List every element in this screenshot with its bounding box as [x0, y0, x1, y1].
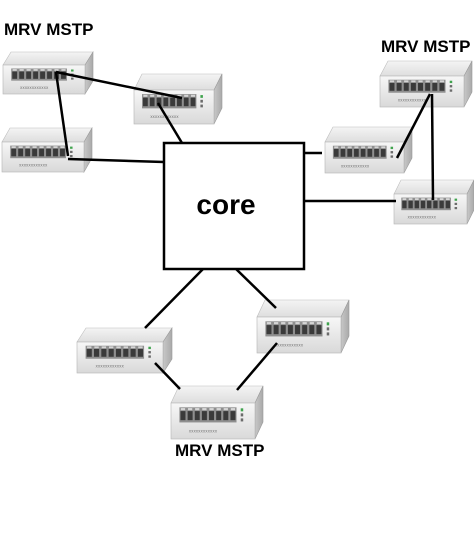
switch-top-left-1: xxxxxxxxxxxx [2, 50, 94, 96]
switch-top-center: xxxxxxxxxxxx [133, 73, 223, 125]
switch-bottom-center: xxxxxxxxxxxx [170, 385, 264, 440]
link-tl2-core [67, 157, 165, 164]
link-group [54, 70, 435, 391]
switch-model-text: xxxxxxxxxxxx [19, 163, 48, 168]
switch-top-right: xxxxxxxxxxxx [379, 60, 473, 108]
link-bl-bc [154, 362, 181, 390]
link-tl1-tl2 [54, 71, 70, 157]
switch-model-text: xxxxxxxxxxxx [95, 363, 124, 368]
switch-model-text: xxxxxxxxxxxx [398, 97, 427, 102]
link-br-bc [236, 342, 278, 391]
switch-right-middle: xxxxxxxxxxxx [324, 126, 413, 174]
switch-model-text: xxxxxxxxxxxx [275, 343, 304, 348]
switch-right-lower: xxxxxxxxxxxx [393, 179, 474, 225]
core-label: core [196, 189, 255, 220]
switch-model-text: xxxxxxxxxxxx [408, 215, 437, 220]
link-core-br [234, 267, 277, 309]
link-tl1-tc [55, 70, 183, 100]
core-switch: core [162, 141, 306, 271]
switch-group: xxxxxxxxxxxx xxxxxxxxxxxx xxxxxxxxxxxx xxxx… [1, 50, 474, 440]
switch-model-text: xxxxxxxxxxxx [189, 429, 218, 434]
ring-label-top-left: MRV MSTP [4, 20, 94, 39]
core-box [162, 141, 306, 271]
link-tr-rl [430, 93, 435, 201]
ring-label-bottom: MRV MSTP [175, 441, 265, 460]
switch-bottom-left: xxxxxxxxxxxx [76, 326, 173, 375]
link-tc-core [156, 102, 184, 144]
ring-label-top-right: MRV MSTP [381, 37, 471, 56]
link-core-bl [144, 267, 205, 329]
switch-model-text: xxxxxxxxxxxx [20, 85, 49, 90]
switch-bottom-right: xxxxxxxxxxxx [256, 299, 350, 354]
switch-model-text: xxxxxxxxxxxx [341, 163, 370, 168]
switch-top-left-2: xxxxxxxxxxxx [1, 126, 93, 174]
link-tr-rm [395, 93, 432, 159]
